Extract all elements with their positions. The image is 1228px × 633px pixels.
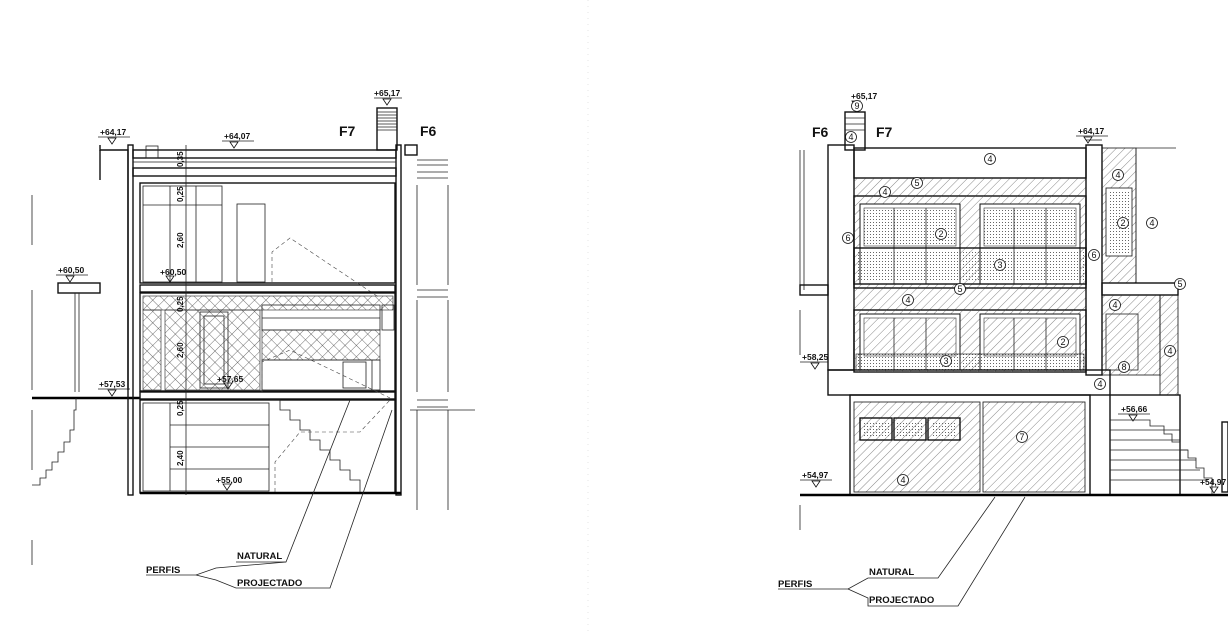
legend-perfis: PERFIS <box>778 579 812 590</box>
legend-projectado: PROJECTADO <box>237 578 302 589</box>
svg-text:4: 4 <box>1112 300 1117 310</box>
level-label: +64,07 <box>224 131 251 141</box>
callout: 5 <box>954 283 966 295</box>
svg-text:2: 2 <box>1060 337 1065 347</box>
svg-text:8: 8 <box>1121 362 1126 372</box>
callout: 2 <box>1117 217 1129 229</box>
level-label: +57,53 <box>99 379 126 389</box>
svg-text:6: 6 <box>845 233 850 243</box>
level-marker-65-17: +65,17 <box>374 88 402 106</box>
level-marker-60-50-inner: +60,50 <box>160 267 187 283</box>
svg-text:4: 4 <box>900 475 905 485</box>
callout: 4 <box>845 131 857 143</box>
grid-label-f7: F7 <box>876 124 893 140</box>
legend-natural: NATURAL <box>237 551 282 562</box>
level-marker-57-65: +57,65 <box>217 374 244 390</box>
svg-text:4: 4 <box>987 154 992 164</box>
svg-text:4: 4 <box>1149 218 1154 228</box>
svg-text:7: 7 <box>1019 432 1024 442</box>
callout: 7 <box>1016 431 1028 443</box>
svg-text:2: 2 <box>938 229 943 239</box>
level-label: +65,17 <box>374 88 401 98</box>
level-label: +60,50 <box>58 265 85 275</box>
material-callouts: 9 4 4 4 5 4 2 2 4 6 6 3 5 4 5 4 2 4 3 8 … <box>842 100 1186 486</box>
level-label: +54,97 <box>802 470 829 480</box>
svg-text:5: 5 <box>1177 279 1182 289</box>
level-label: +64,17 <box>100 127 127 137</box>
dimension-label: 2,60 <box>176 342 185 358</box>
level-label: +54,97 <box>1200 477 1227 487</box>
level-marker-54-97-right: +54,97 <box>1200 477 1227 494</box>
callout: 4 <box>879 186 891 198</box>
svg-text:4: 4 <box>1167 346 1172 356</box>
svg-text:4: 4 <box>1115 170 1120 180</box>
level-marker-64-17: +64,17 <box>1076 126 1108 144</box>
svg-text:4: 4 <box>882 187 887 197</box>
dimension-label: 0,25 <box>176 400 185 416</box>
legend-natural: NATURAL <box>869 567 914 578</box>
dimension-label: 2,60 <box>176 232 185 248</box>
level-label: +56,66 <box>1121 404 1148 414</box>
level-label: +65,17 <box>851 91 878 101</box>
svg-text:2: 2 <box>1120 218 1125 228</box>
svg-text:9: 9 <box>854 101 859 111</box>
level-label: +60,50 <box>160 267 187 277</box>
callout: 2 <box>935 228 947 240</box>
callout: 4 <box>1112 169 1124 181</box>
level-label: +57,65 <box>217 374 244 384</box>
level-label: +55,00 <box>216 475 243 485</box>
callout: 5 <box>1174 278 1186 290</box>
callout: 4 <box>902 294 914 306</box>
callout: 3 <box>940 355 952 367</box>
svg-text:3: 3 <box>997 260 1002 270</box>
level-marker-64-17: +64,17 <box>98 127 130 145</box>
section-drawing: +64,17 +64,07 +65,17 +60,50 +60,50 +57,5… <box>31 88 475 589</box>
grid-label-f6: F6 <box>812 124 829 140</box>
legend-perfis: PERFIS <box>146 565 180 576</box>
callout: 4 <box>1146 217 1158 229</box>
callout: 6 <box>1088 249 1100 261</box>
elevation-drawing: +65,17 +64,17 +58,25 +56,66 +54,97 +54,9… <box>778 91 1228 607</box>
callout: 4 <box>1094 378 1106 390</box>
svg-text:4: 4 <box>848 132 853 142</box>
level-marker-54-97-left: +54,97 <box>800 470 832 488</box>
callout: 8 <box>1118 361 1130 373</box>
callout: 4 <box>1109 299 1121 311</box>
grid-label-f7: F7 <box>339 123 356 139</box>
svg-text:3: 3 <box>943 356 948 366</box>
svg-text:6: 6 <box>1091 250 1096 260</box>
callout: 3 <box>994 259 1006 271</box>
svg-text:4: 4 <box>905 295 910 305</box>
level-marker-57-53: +57,53 <box>98 379 130 397</box>
level-marker-56-66: +56,66 <box>1118 404 1150 422</box>
callout: 9 <box>851 100 863 112</box>
level-label: +58,25 <box>802 352 829 362</box>
grid-label-f6: F6 <box>420 123 437 139</box>
level-label: +64,17 <box>1078 126 1105 136</box>
dimension-label: 0,25 <box>176 296 185 312</box>
callout: 4 <box>984 153 996 165</box>
level-marker-58-25: +58,25 <box>800 352 829 370</box>
svg-text:4: 4 <box>1097 379 1102 389</box>
level-marker-64-07: +64,07 <box>222 131 254 149</box>
callout: 2 <box>1057 336 1069 348</box>
dimension-label: 0,25 <box>176 186 185 202</box>
callout: 5 <box>911 177 923 189</box>
level-marker-55-00: +55,00 <box>216 475 243 491</box>
svg-text:5: 5 <box>957 284 962 294</box>
dimension-label: 2,40 <box>176 450 185 466</box>
callout: 4 <box>1164 345 1176 357</box>
level-marker-60-50-left: +60,50 <box>56 265 88 283</box>
callout: 6 <box>842 232 854 244</box>
callout: 4 <box>897 474 909 486</box>
dimension-label: 0,35 <box>176 151 185 167</box>
svg-text:5: 5 <box>914 178 919 188</box>
legend-projectado: PROJECTADO <box>869 595 934 606</box>
